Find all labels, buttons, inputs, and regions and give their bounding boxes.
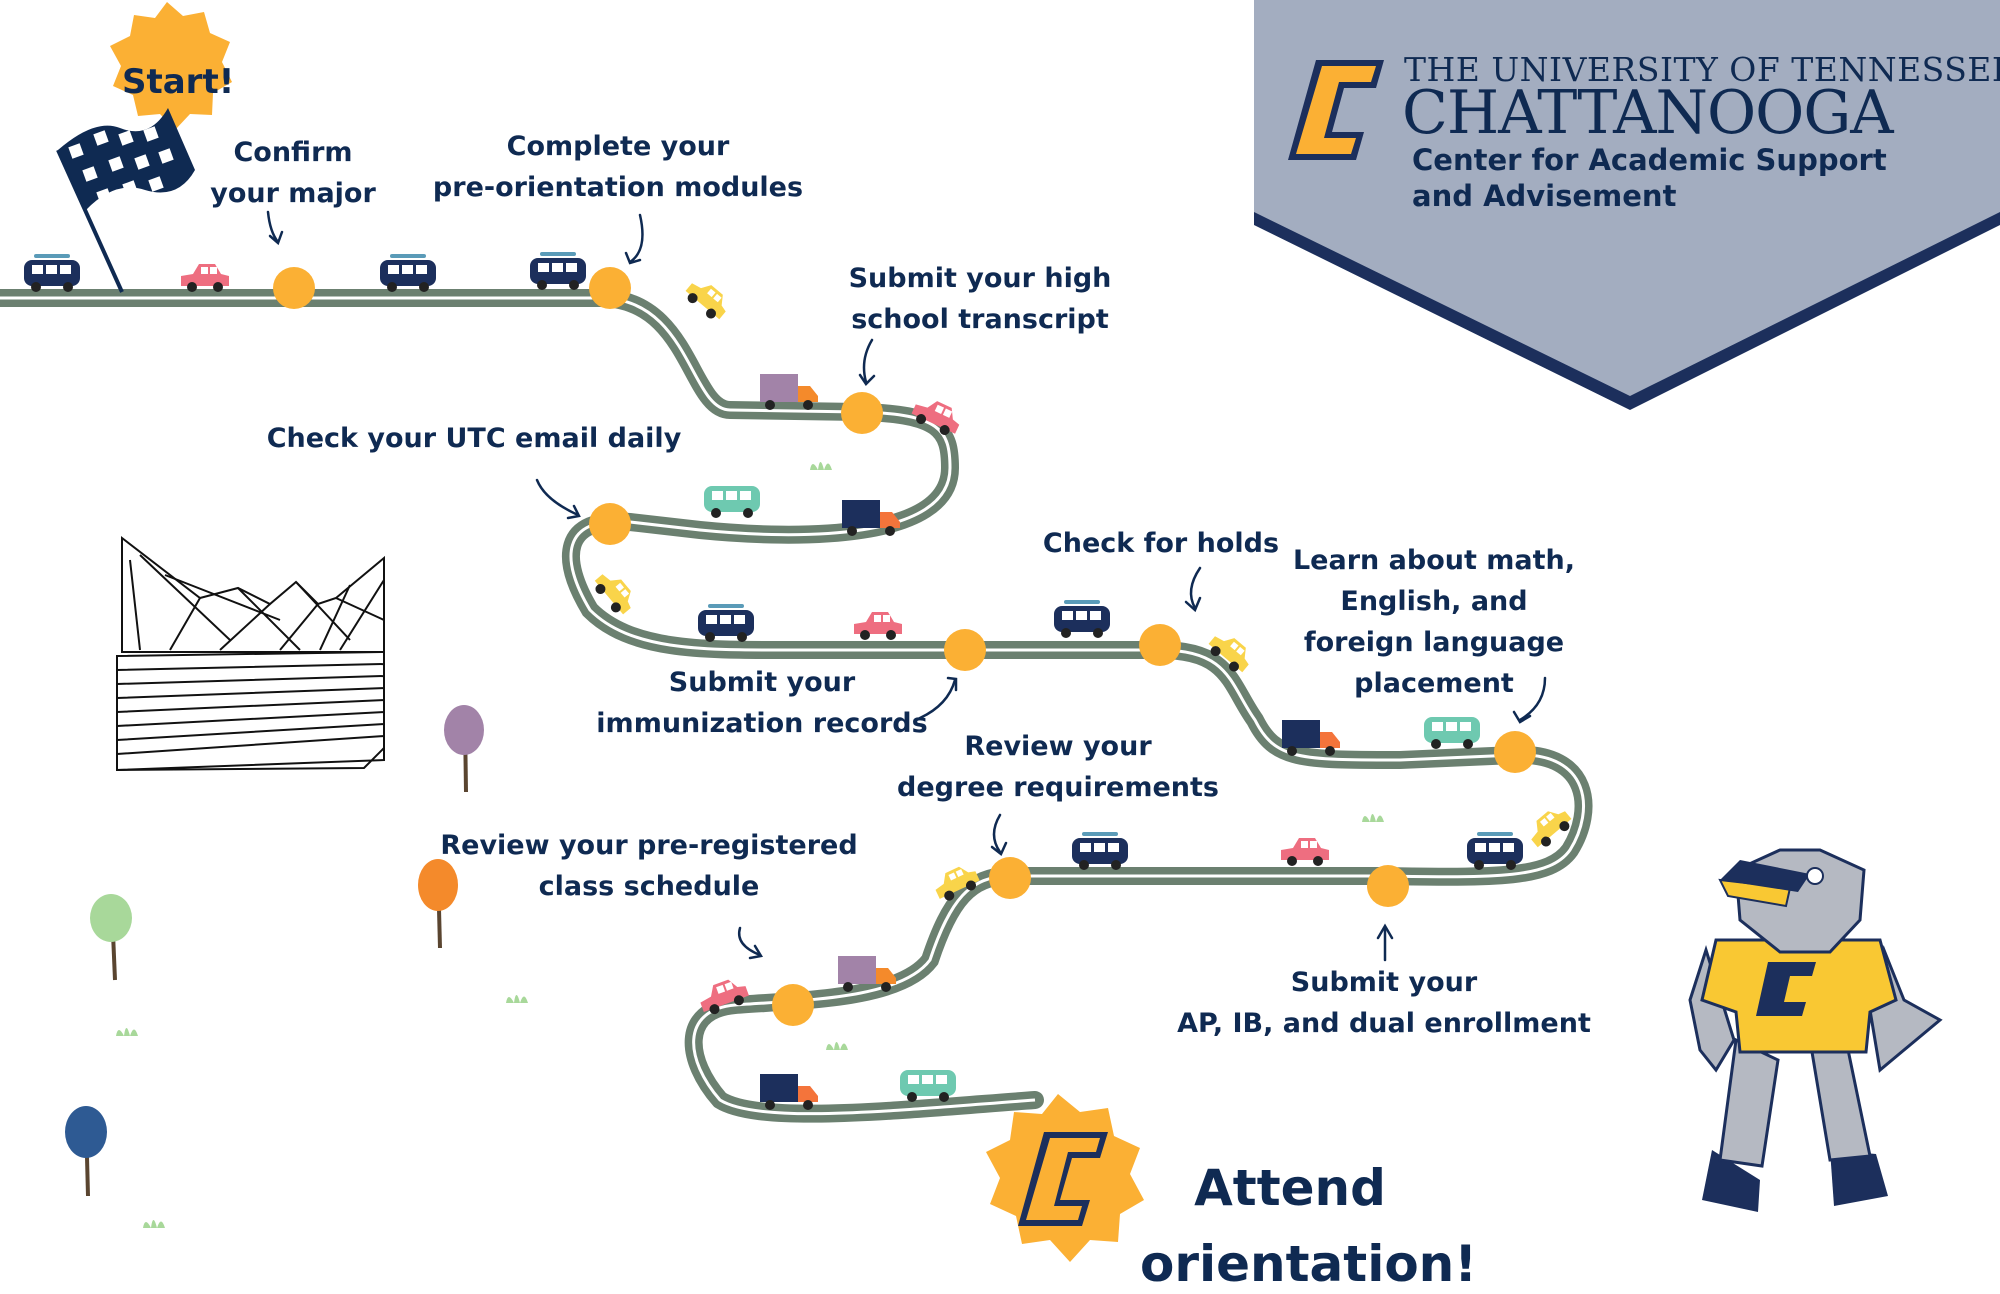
trees-icon: [65, 705, 484, 1197]
step-line: Confirm: [233, 137, 353, 168]
milestone-dots: [273, 267, 1536, 1026]
mascot-icon: [1688, 848, 1943, 1212]
step-label-class-schedule: Review your pre-registered class schedul…: [440, 825, 857, 907]
step-label-confirm-major: Confirm your major: [210, 132, 376, 214]
final-line: Attend: [1194, 1159, 1386, 1217]
step-line: Review your pre-registered: [440, 830, 858, 861]
step-label-check-email: Check your UTC email daily: [267, 418, 682, 459]
university-line: THE UNIVERSITY OF TENNESSEE: [1404, 50, 2000, 89]
utc-logo-icon: [1288, 60, 1384, 160]
step-label-degree-requirements: Review your degree requirements: [897, 726, 1219, 808]
final-line: orientation!: [1140, 1235, 1478, 1293]
step-line: degree requirements: [896, 772, 1220, 803]
checkered-flag-icon: [56, 108, 195, 293]
step-line: foreign language: [1303, 627, 1565, 658]
step-line: Complete your: [506, 131, 730, 162]
step-label-check-holds: Check for holds: [1043, 523, 1279, 564]
step-label-ap-ib-dual-enrollment: Submit your AP, IB, and dual enrollment: [1177, 962, 1591, 1044]
step-line: Check for holds: [1042, 528, 1280, 559]
step-line: Learn about math,: [1292, 545, 1576, 576]
step-line: class schedule: [538, 871, 760, 902]
step-line: AP, IB, and dual enrollment: [1177, 1008, 1591, 1039]
road: [0, 289, 1593, 1123]
step-line: Submit your high: [848, 263, 1112, 294]
attend-orientation-label: Attend orientation!: [1140, 1150, 1478, 1294]
building-sketch-icon: [116, 535, 385, 772]
center-line: and Advisement: [1412, 179, 1677, 213]
step-line: school transcript: [851, 304, 1109, 335]
step-line: Check your UTC email daily: [266, 423, 682, 454]
utc-badge-logo-icon: [1018, 1132, 1108, 1226]
campus-name: CHATTANOOGA: [1402, 78, 1894, 148]
step-line: placement: [1354, 668, 1514, 699]
header-banner: [1254, 0, 2000, 410]
center-line: Center for Academic Support: [1412, 143, 1887, 177]
step-line: immunization records: [596, 708, 928, 739]
step-line: Submit your: [668, 667, 856, 698]
orientation-badge: [986, 1094, 1144, 1262]
step-label-placement: Learn about math, English, and foreign l…: [1293, 540, 1575, 704]
step-line: English, and: [1340, 586, 1528, 617]
step-label-pre-orientation-modules: Complete your pre-orientation modules: [433, 126, 803, 208]
label-arrows: [266, 210, 1547, 962]
step-line: Submit your: [1290, 967, 1478, 998]
step-line: pre-orientation modules: [432, 172, 804, 203]
center-name: Center for Academic Support and Adviseme…: [1412, 142, 1887, 214]
start-badge: [110, 2, 232, 130]
step-line: Review your: [964, 731, 1152, 762]
step-line: your major: [210, 178, 376, 209]
step-label-high-school-transcript: Submit your high school transcript: [849, 258, 1112, 340]
start-label: Start!: [122, 62, 235, 102]
step-label-immunization-records: Submit your immunization records: [596, 662, 927, 744]
